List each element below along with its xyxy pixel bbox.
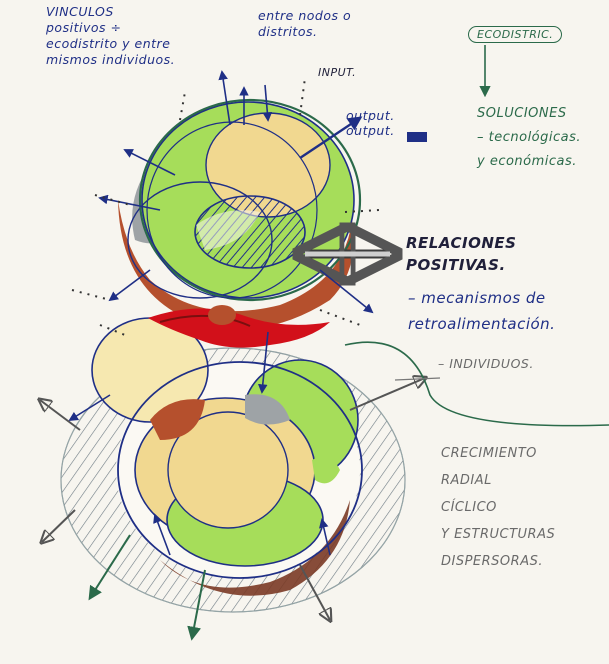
connection-belt bbox=[148, 305, 330, 348]
ecodistrito-label: ECODISTRIC. bbox=[468, 26, 563, 43]
individuos-note: – INDIVIDUOS. bbox=[438, 356, 534, 371]
upper-sphere bbox=[118, 98, 362, 329]
crecimiento-note: CRECIMIENTO RADIAL CÍCLICO Y ESTRUCTURAS… bbox=[441, 446, 556, 569]
output-marker bbox=[407, 132, 427, 142]
growth-link bbox=[344, 341, 609, 427]
output-arrow bbox=[299, 116, 363, 159]
relaciones-note: RELACIONES POSITIVAS. bbox=[406, 234, 517, 274]
vinculos-note: VINCULOS positivos ÷ ecodistrito y entre… bbox=[46, 4, 176, 67]
mecanismos-note: – mecanismos de retroalimentación. bbox=[408, 289, 556, 333]
output-note: output. output. bbox=[346, 108, 395, 138]
input-label: INPUT. bbox=[318, 66, 357, 79]
arrow-out-icon bbox=[68, 70, 374, 556]
dotted-lines bbox=[71, 77, 381, 336]
growth-arrows bbox=[40, 378, 425, 641]
soluciones-note: SOLUCIONES – tecnológicas. y económicas. bbox=[477, 106, 582, 169]
entre-nodos-note: entre nodos o distritos. bbox=[258, 8, 352, 39]
individuos-leader bbox=[394, 377, 441, 381]
lower-sphere bbox=[91, 317, 363, 596]
